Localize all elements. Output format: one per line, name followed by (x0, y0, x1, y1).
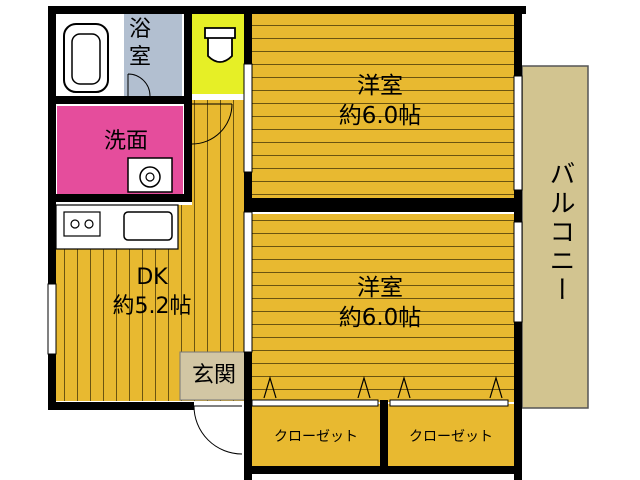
bath-name-1: 浴 (128, 17, 151, 42)
balcony-name: バルコニー (545, 160, 575, 305)
entrance-label: 玄関 (182, 362, 246, 391)
bath-label: 浴 室 (126, 16, 154, 71)
closet-right-floor (388, 404, 514, 466)
western-room-bottom-floor (252, 214, 522, 402)
western-room-top-label: 洋室 約6.0帖 (300, 72, 460, 132)
bath-room (124, 14, 182, 98)
toilet-icon (204, 27, 236, 63)
dk-label: DK 約5.2帖 (80, 264, 224, 321)
western-room-top-name: 洋室 (357, 73, 403, 99)
entrance-floor (179, 351, 247, 401)
bath-door-arc (127, 73, 151, 97)
stove-icon (63, 211, 101, 237)
balcony-label: バルコニー (536, 160, 576, 305)
dk-name: DK (136, 265, 168, 290)
hallway-floor (192, 100, 248, 210)
western-room-bottom-size: 約6.0帖 (338, 304, 422, 331)
windows (47, 63, 523, 407)
closet-left-floor (252, 404, 380, 466)
western-room-top-size: 約6.0帖 (338, 102, 422, 129)
porch (194, 402, 246, 462)
entrance-name: 玄関 (191, 363, 236, 388)
washroom-door-arc (191, 103, 233, 145)
dk-size: 約5.2帖 (112, 293, 192, 319)
closet-left-name: クローゼット (274, 429, 358, 445)
bath-name-2: 室 (128, 44, 151, 70)
closet-left-label: クローゼット (252, 428, 380, 446)
entrance-door-arc (193, 405, 243, 455)
western-room-bottom-label: 洋室 約6.0帖 (300, 274, 460, 334)
closet-right-name: クローゼット (409, 429, 493, 445)
washroom-label: 洗面 (84, 128, 168, 157)
western-room-bottom-name: 洋室 (357, 275, 403, 301)
washroom-name: 洗面 (103, 129, 148, 154)
closet-right-label: クローゼット (388, 428, 514, 446)
closet-door-marks (263, 375, 503, 399)
balcony (521, 65, 589, 409)
kitchen-sink-icon (123, 211, 173, 241)
western-room-top-floor (252, 14, 522, 200)
